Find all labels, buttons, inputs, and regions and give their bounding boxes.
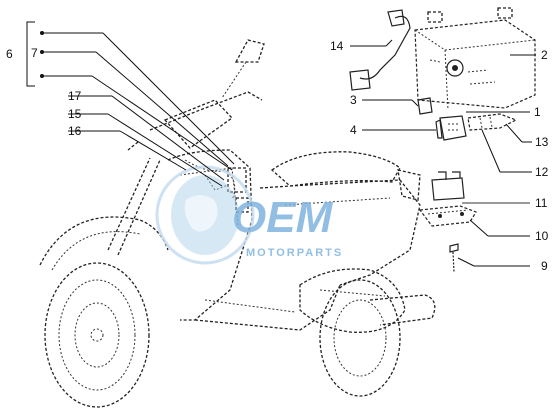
starter-relay — [435, 115, 467, 141]
callout-15: 15 — [68, 107, 82, 121]
callouts: 6 7 17 15 16 14 2 3 1 4 13 12 11 10 9 — [6, 39, 549, 273]
screw — [449, 243, 459, 273]
connector — [467, 113, 518, 131]
mirror — [234, 39, 265, 63]
wiring-harness — [184, 159, 236, 201]
floorboard — [194, 284, 341, 331]
watermark-ring — [155, 165, 255, 265]
callout-17: 17 — [68, 89, 82, 103]
engine-case — [299, 268, 406, 333]
fuse — [417, 97, 433, 115]
callout-16: 16 — [68, 124, 82, 138]
callout-10: 10 — [535, 229, 549, 243]
watermark-subtitle: MOTORPARTS — [246, 247, 343, 259]
tail-light — [397, 169, 421, 201]
callout-1: 1 — [534, 105, 541, 119]
group-bracket — [26, 21, 35, 87]
watermark: OEM MOTORPARTS — [155, 165, 343, 265]
handlebar — [149, 91, 263, 131]
callout-11: 11 — [535, 196, 548, 210]
callout-4: 4 — [350, 123, 357, 137]
battery — [414, 7, 536, 111]
callout-2: 2 — [541, 48, 548, 62]
front-fender — [39, 216, 169, 266]
bracket — [418, 205, 477, 227]
relay-holder — [431, 171, 465, 201]
callout-7: 7 — [31, 46, 38, 60]
callout-6: 6 — [6, 47, 13, 61]
headset — [163, 99, 233, 149]
muffler — [369, 294, 436, 326]
front-wheel — [44, 262, 150, 408]
leader-lines — [40, 31, 536, 267]
callout-13: 13 — [535, 135, 549, 149]
callout-12: 12 — [535, 165, 549, 179]
watermark-brand: OEM — [232, 193, 334, 242]
front-wheel-rim — [58, 279, 136, 391]
callout-14: 14 — [330, 39, 344, 53]
rear-body — [259, 179, 421, 286]
callout-3: 3 — [350, 93, 357, 107]
front-brake-disc — [74, 302, 120, 368]
front-fork — [117, 159, 161, 256]
rear-wheel — [319, 279, 401, 397]
callout-9: 9 — [541, 259, 548, 273]
seat — [270, 151, 401, 187]
connector-box — [227, 167, 247, 193]
